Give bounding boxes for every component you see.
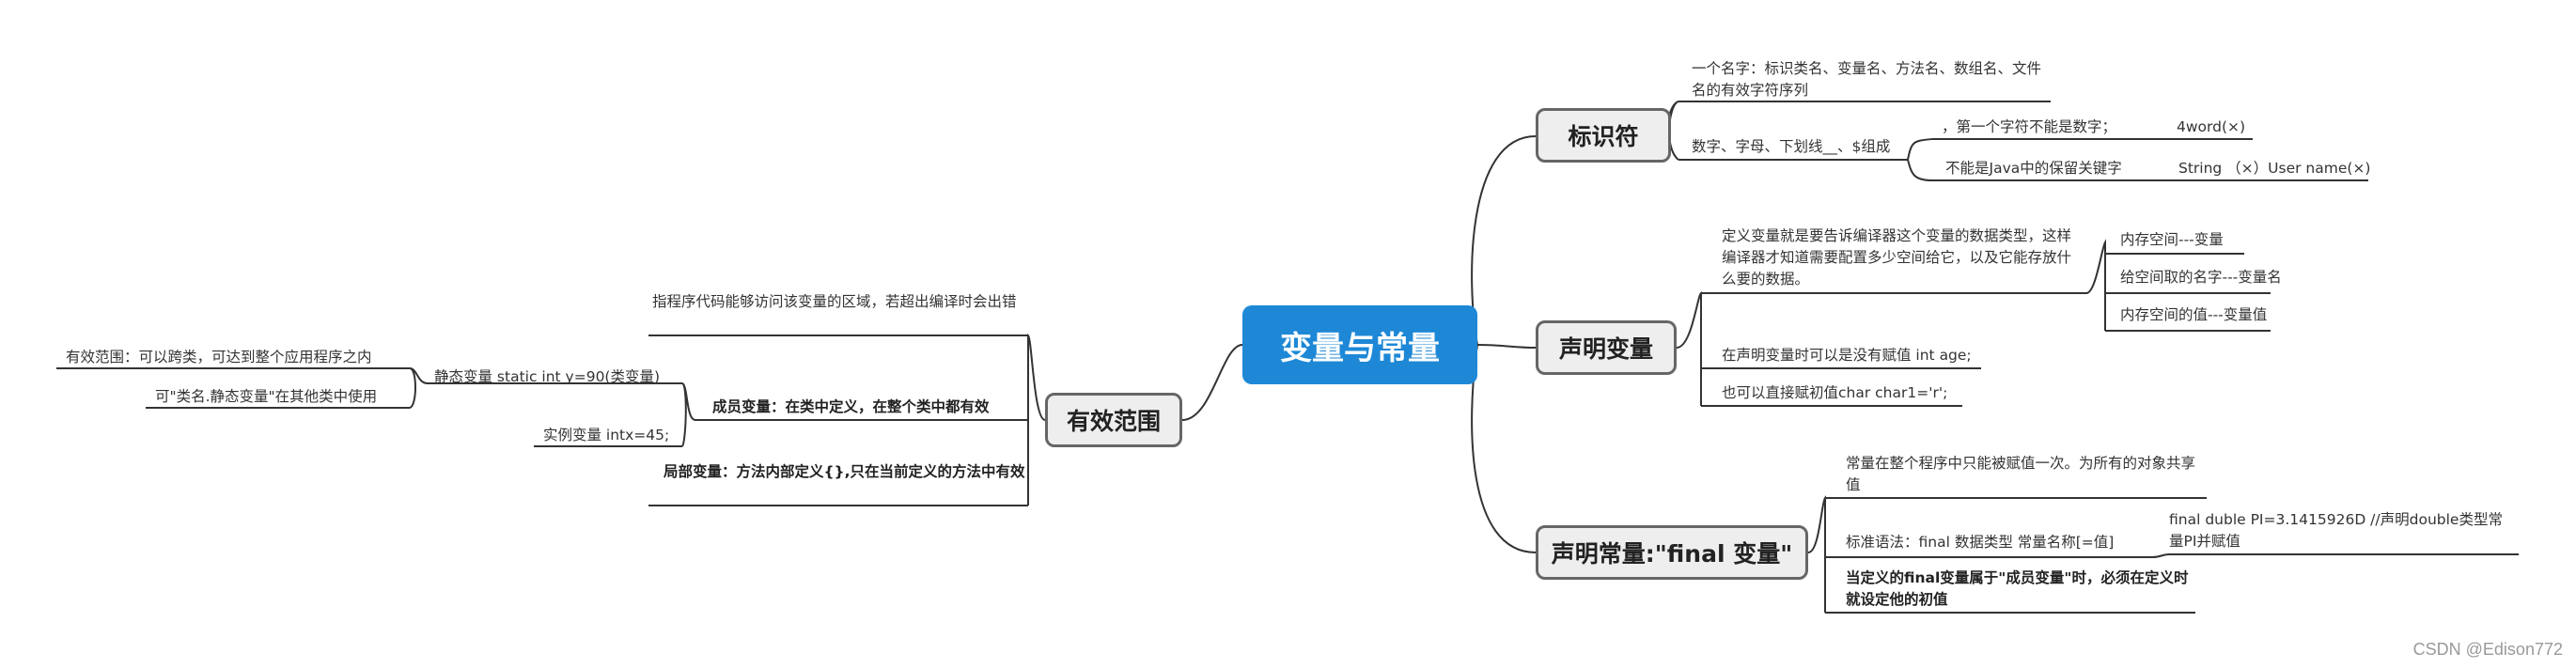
scope-static-variable: 静态变量 static int y=90(类变量) bbox=[434, 368, 661, 385]
branch-scope[interactable]: 有效范围 bbox=[1045, 393, 1182, 447]
declare-var-no-init: 在声明变量时可以是没有赋值 int age; bbox=[1722, 347, 1972, 364]
identifier-composition: 数字、字母、下划线__、$组成 bbox=[1692, 138, 1891, 155]
branch-declare-var[interactable]: 声明变量 bbox=[1536, 320, 1677, 375]
root-node[interactable]: 变量与常量 bbox=[1242, 305, 1477, 384]
identifier-rule-keyword-example: String （×）User name(×) bbox=[2178, 160, 2371, 177]
link-root-identifier bbox=[1471, 135, 1537, 346]
identifier-rule-first-char: ，第一个字符不能是数字； bbox=[1942, 118, 2117, 135]
link-root-scope bbox=[1181, 344, 1243, 421]
scope-definition: 指程序代码能够访问该变量的区域，若超出编译时会出错 bbox=[652, 293, 1017, 310]
scope-static-usage: 可"类名.静态变量"在其他类中使用 bbox=[155, 388, 378, 405]
declare-var-memory-space: 内存空间---变量 bbox=[2120, 231, 2224, 248]
scope-local-variable: 局部变量：方法内部定义{},只在当前定义的方法中有效 bbox=[664, 463, 1025, 480]
declare-var-init: 也可以直接赋初值char char1='r'; bbox=[1722, 384, 1948, 401]
declare-const-example: final duble PI=3.1415926D //声明double类型常量… bbox=[2169, 511, 2503, 550]
declare-var-memory-name: 给空间取的名字---变量名 bbox=[2120, 269, 2282, 286]
declare-const-member-note: 当定义的final变量属于"成员变量"时，必须在定义时就设定他的初值 bbox=[1846, 569, 2189, 608]
declare-var-definition: 定义变量就是要告诉编译器这个变量的数据类型，这样编译器才知道需要配置多少空间给它… bbox=[1722, 227, 2072, 288]
watermark: CSDN @Edison772 bbox=[2412, 640, 2563, 659]
scope-static-range: 有效范围：可以跨类，可达到整个应用程序之内 bbox=[66, 349, 372, 366]
link-root-declare-const bbox=[1471, 344, 1537, 553]
branch-declare-const[interactable]: 声明常量:"final 变量" bbox=[1536, 525, 1808, 580]
declare-const-syntax: 标准语法：final 数据类型 常量名称[=值] bbox=[1846, 534, 2115, 551]
scope-member-variable: 成员变量：在类中定义，在整个类中都有效 bbox=[712, 398, 990, 415]
declare-const-definition: 常量在整个程序中只能被赋值一次。为所有的对象共享值 bbox=[1846, 455, 2196, 493]
identifier-rule-keyword: 不能是Java中的保留关键字 bbox=[1945, 160, 2122, 177]
link-root-declare-var bbox=[1476, 344, 1537, 349]
branch-identifier[interactable]: 标识符 bbox=[1536, 108, 1671, 163]
identifier-definition: 一个名字：标识类名、变量名、方法名、数组名、文件名的有效字符序列 bbox=[1692, 60, 2042, 99]
scope-instance-variable: 实例变量 intx=45; bbox=[543, 427, 670, 443]
declare-var-memory-value: 内存空间的值---变量值 bbox=[2120, 306, 2268, 323]
identifier-rule-first-char-example: 4word(×) bbox=[2177, 118, 2246, 135]
